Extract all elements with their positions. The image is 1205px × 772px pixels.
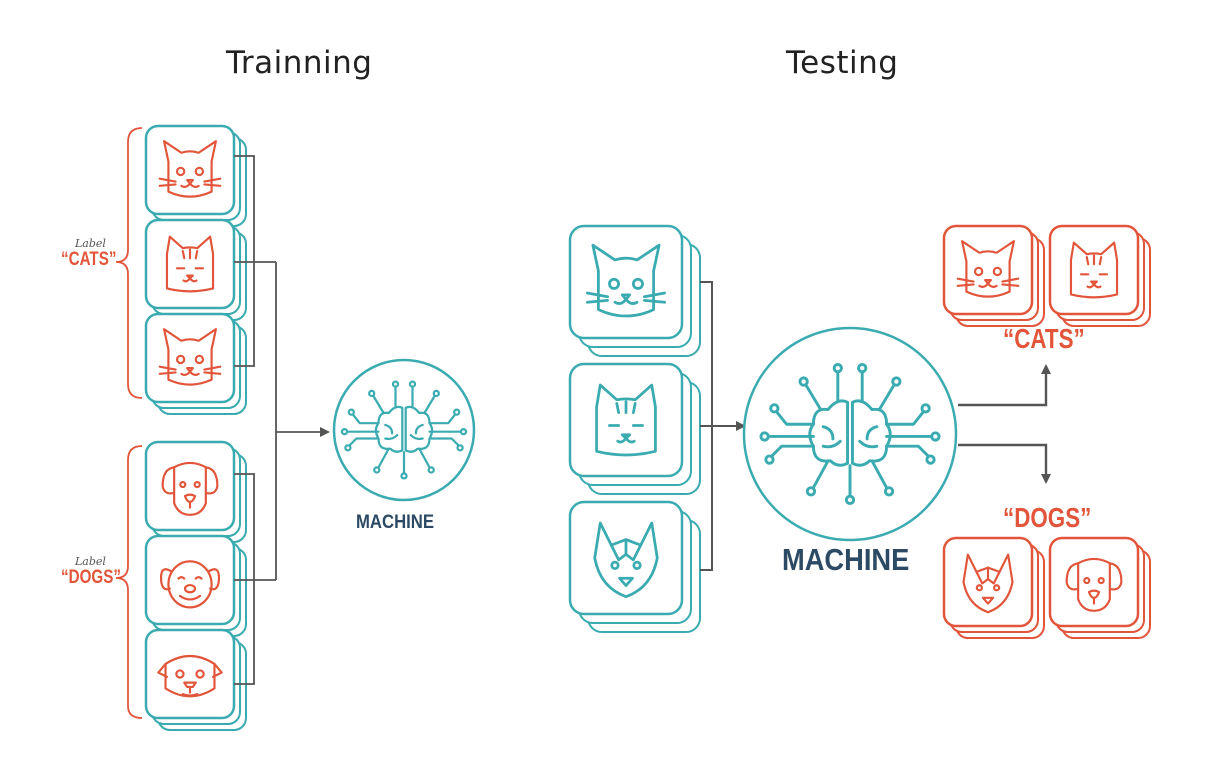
brace-icon: [115, 127, 143, 399]
train-card-dog-2: [144, 534, 248, 638]
output-label-cats: “CATS”: [1003, 323, 1085, 354]
train-connectors: [234, 155, 330, 685]
output-arrows: [958, 364, 1051, 484]
output-card-cat-1: [942, 224, 1046, 328]
output-label-dogs: “DOGS”: [1003, 502, 1092, 533]
testing-machine-label: MACHINE: [782, 542, 910, 577]
test-card-cat-1: [568, 224, 701, 357]
output-card-dog-2: [1048, 536, 1152, 640]
training-title: Trainning: [226, 45, 373, 81]
train-card-dog-1: [144, 440, 248, 544]
label-caption-dogs: Label: [75, 555, 106, 568]
test-machine: [742, 326, 958, 542]
test-connectors: [700, 281, 746, 571]
train-card-cat-3: [144, 312, 248, 416]
label-caption-cats: Label: [75, 237, 106, 250]
test-card-dog-1: [568, 500, 701, 633]
train-card-cat-1: [144, 124, 248, 228]
brace-icon: [115, 445, 143, 719]
label-cats: “CATS”: [61, 249, 117, 270]
train-machine: [332, 358, 476, 502]
output-card-dog-1: [942, 536, 1046, 640]
training-machine-label: MACHINE: [356, 512, 435, 533]
testing-title: Testing: [786, 45, 899, 81]
train-card-dog-3: [144, 628, 248, 732]
label-dogs: “DOGS”: [61, 567, 121, 588]
test-card-cat-2: [568, 362, 701, 495]
train-card-cat-2: [144, 218, 248, 322]
output-card-cat-2: [1048, 224, 1152, 328]
